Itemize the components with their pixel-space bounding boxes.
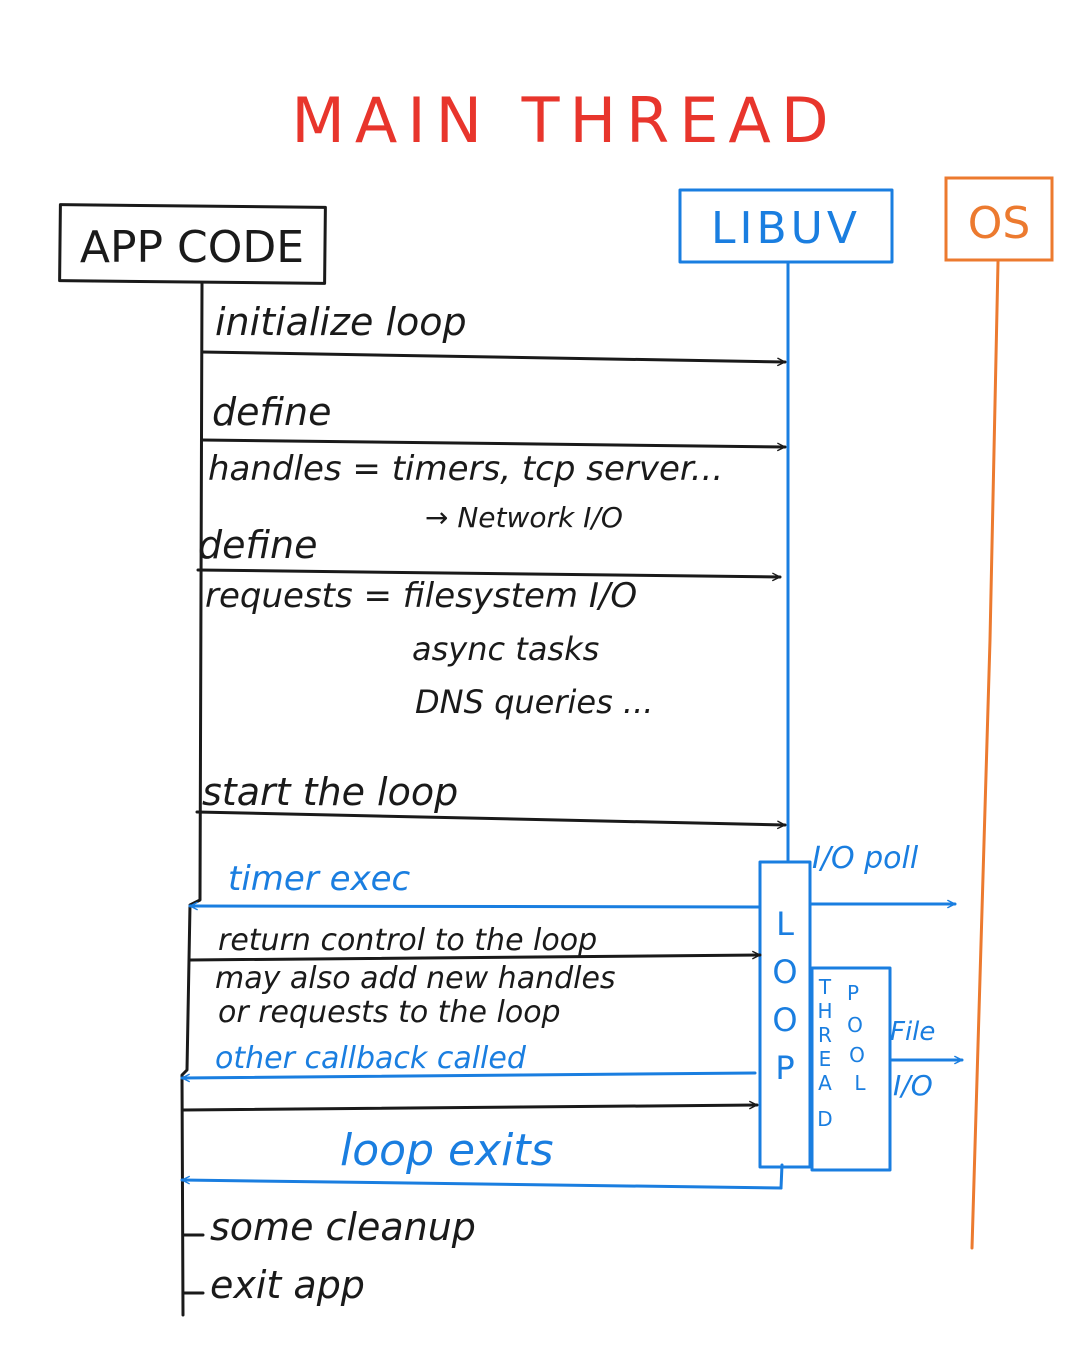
return-control-label: return control to the loop [218,923,597,958]
diagram-title: MAIN THREAD [291,84,838,157]
step-define-handles-label: define [212,390,332,434]
loop-letter: P [775,1049,794,1087]
cleanup-label: some cleanup [210,1205,476,1249]
thread-letter: D [817,1107,832,1131]
arrow-back-to-loop [181,1100,759,1112]
thread-letter: H [817,999,832,1023]
arrow-timer-exec [188,901,762,911]
actor-os: OS [944,176,1054,262]
exit-app-label: exit app [210,1263,365,1307]
actor-libuv: LIBUV [678,188,894,264]
may-add-requests-note: or requests to the loop [218,995,561,1030]
arrow-loop-exits [180,1175,783,1190]
actor-app-code-label: APP CODE [80,222,304,273]
thread-pool-box: T H R E A D P O O L [810,966,892,1172]
file-label: File [890,1017,935,1047]
thread-letter: T [818,975,832,999]
thread-letter: R [818,1023,832,1047]
loop-letter: O [772,953,797,991]
arrow-return-control [188,950,762,962]
loop-letter: L [776,905,794,943]
arrow-define-requests [196,568,782,582]
lifeline-libuv [779,260,790,1190]
arrow-initialize-loop [200,350,787,367]
requests-description: requests = filesystem I/O [205,576,637,616]
may-add-handles-note: may also add new handles [215,961,616,996]
actor-os-label: OS [968,198,1031,249]
step-start-loop-label: start the loop [202,770,458,814]
actor-libuv-label: LIBUV [711,203,861,254]
arrow-define-handles [200,438,787,452]
loop-letter: O [772,1001,797,1039]
actor-app-code: APP CODE [58,203,327,285]
arrow-other-callback [180,1071,757,1083]
pool-letter: O [847,1013,863,1037]
pool-letter: L [854,1071,866,1095]
network-io-note: → Network I/O [425,501,623,534]
step-define-requests-label: define [198,523,318,567]
handles-description: handles = timers, tcp server... [208,449,723,489]
other-callback-label: other callback called [215,1041,527,1076]
timer-exec-label: timer exec [228,859,411,899]
loop-exits-label: loop exits [340,1125,554,1176]
pool-letter: P [847,981,859,1005]
pool-letter: O [849,1043,865,1067]
arrow-start-loop [195,810,787,830]
io-poll-label: I/O poll [812,841,919,876]
thread-letter: A [818,1071,832,1095]
lifeline-os [970,260,1000,1250]
requests-dns-queries: DNS queries ... [415,683,653,721]
step-initialize-loop-label: initialize loop [215,300,467,344]
io-label: I/O [893,1069,933,1102]
lifeline-app-code [180,282,204,1317]
loop-box: L O O P [758,860,812,1169]
thread-letter: E [819,1047,832,1071]
requests-async-tasks: async tasks [412,630,599,668]
